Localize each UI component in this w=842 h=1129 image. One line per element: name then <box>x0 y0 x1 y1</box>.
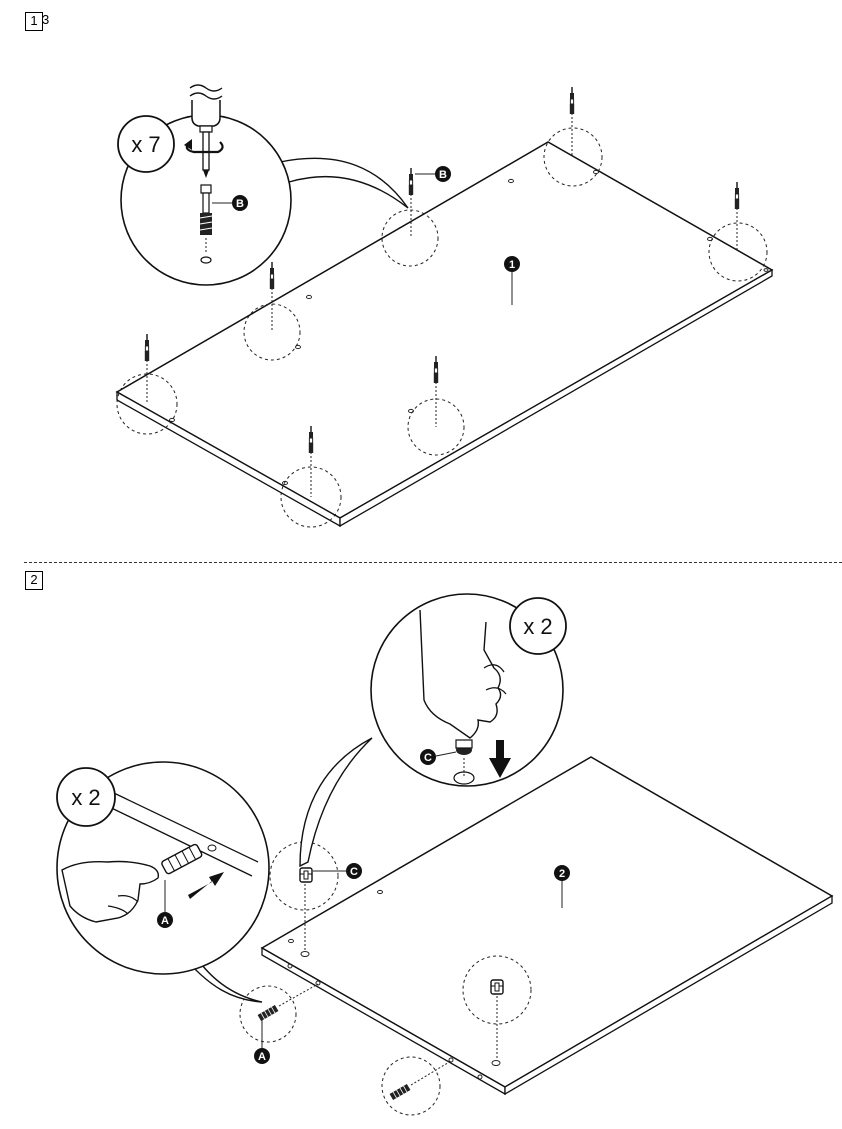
badge-c-panel: C <box>346 863 362 879</box>
badge-panel-2: 2 <box>554 865 570 881</box>
badge-c-panel-label: C <box>350 866 358 878</box>
step-1-overlap-digit: 3 <box>42 12 50 27</box>
panel-1-board <box>115 141 774 528</box>
step-2-number: 2 <box>30 572 38 587</box>
dowels-b-group <box>144 86 740 497</box>
fitting-position-circles <box>239 841 532 1116</box>
badge-a-panel-label: A <box>258 1051 266 1063</box>
badge-c-callout-label: C <box>424 752 432 764</box>
multiplier-x2-left: x 2 <box>71 785 100 810</box>
badge-b-panel: B <box>435 166 451 182</box>
badge-panel-1-label: 1 <box>509 259 515 271</box>
callout-screw-dowel: x 7 <box>117 84 409 286</box>
badge-a-callout-label: A <box>161 915 169 927</box>
badge-b-callout: B <box>232 195 248 211</box>
callout-insert-dowel: x 2 <box>56 761 270 1003</box>
badge-a-panel: A <box>254 1048 270 1064</box>
badge-a-callout: A <box>157 912 173 928</box>
badge-c-callout: C <box>420 749 436 765</box>
step-2-box: 2 <box>25 571 43 590</box>
cam-fittings-c <box>299 867 504 1060</box>
panel-2-board <box>260 756 834 1096</box>
badge-b-panel-label: B <box>439 169 447 181</box>
badge-panel-1: 1 <box>504 256 520 272</box>
step-1-box: 1 <box>25 12 43 31</box>
step-1-number: 1 <box>30 13 38 28</box>
multiplier-x7: x 7 <box>131 132 160 157</box>
dowel-position-circles <box>116 127 768 528</box>
multiplier-x2-right: x 2 <box>523 614 552 639</box>
badge-panel-2-label: 2 <box>559 868 565 880</box>
step-divider <box>24 562 842 563</box>
badge-b-callout-label: B <box>236 198 244 210</box>
callout-insert-cam: x 2 <box>299 593 567 868</box>
dowels-a-group <box>257 983 452 1101</box>
